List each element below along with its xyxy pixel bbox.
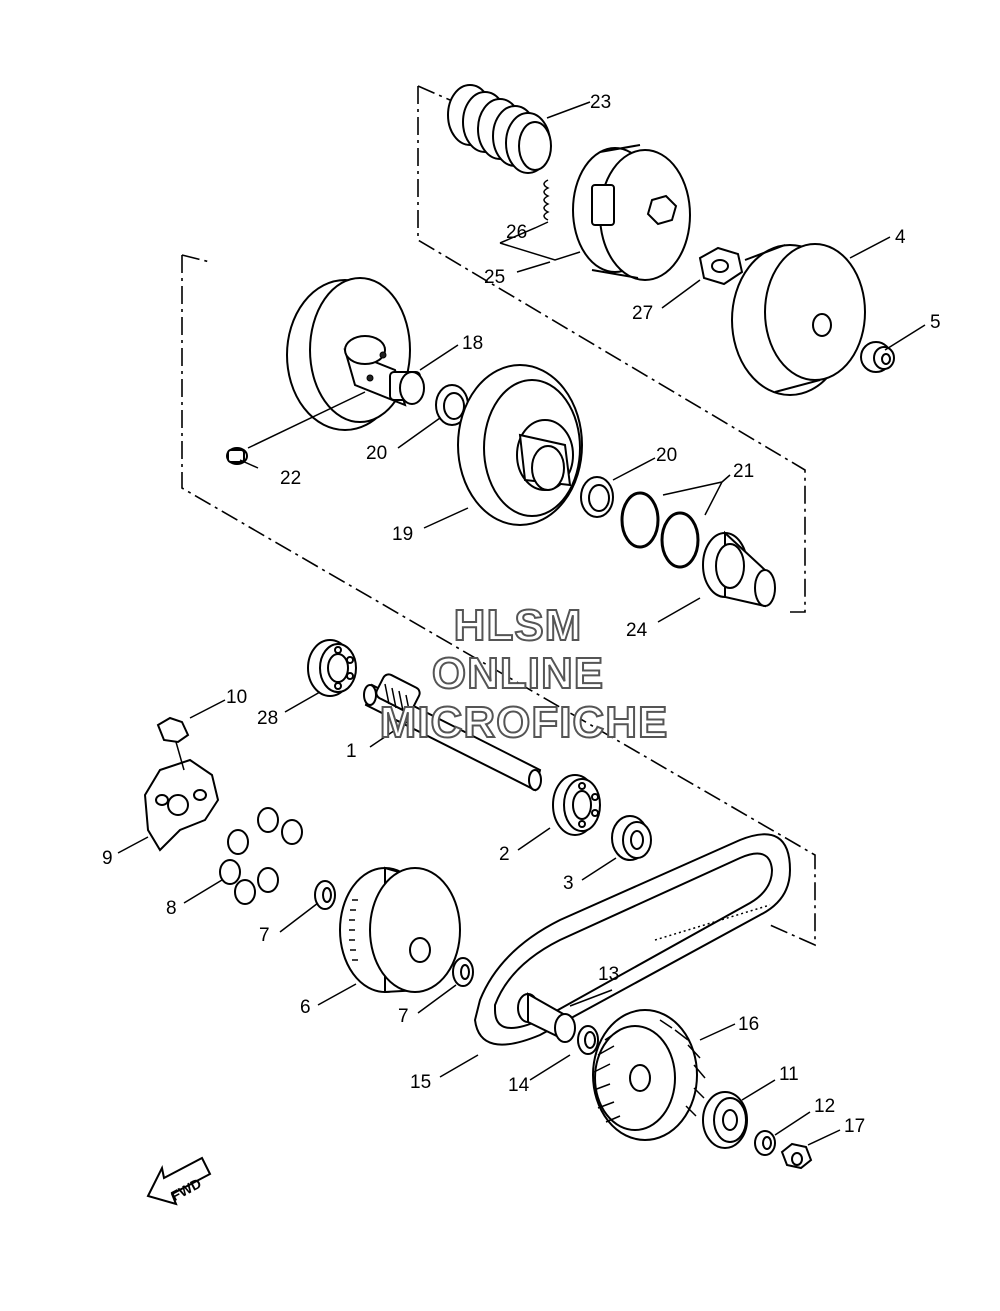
label-12: 12 [814,1096,835,1117]
label-2: 2 [499,844,510,865]
watermark: HLSM ONLINE MICROFICHE [379,600,669,748]
oil-seal-20-right [580,476,614,518]
label-28: 28 [257,708,278,729]
sliding-sheave-19 [457,364,583,526]
slider-to-cam-line [175,741,185,771]
part-number-labels: 23 26 25 27 4 5 18 20 22 19 20 21 24 28 … [102,92,941,1137]
label-21: 21 [733,461,754,482]
washer-12 [754,1130,776,1156]
watermark-line-2: ONLINE [432,649,604,698]
label-14: 14 [508,1075,530,1096]
label-1: 1 [346,741,357,762]
primary-shaft-1 [363,673,542,792]
clutch-housing-4 [731,243,866,396]
fwd-arrow-icon: FWD [146,1156,212,1206]
label-17: 17 [844,1116,865,1137]
label-26: 26 [506,222,527,243]
washer-14 [577,1025,599,1055]
clutch-assembly-boundary [417,85,806,613]
oil-seal-3 [611,815,652,861]
label-3: 3 [563,873,574,894]
label-27: 27 [632,303,653,324]
oil-seal-20-left [435,384,469,426]
guide-collar-24 [702,530,776,608]
label-5: 5 [930,312,941,333]
compression-spring-23 [447,84,552,174]
hex-nut-27 [698,246,744,286]
bearing-2 [552,774,601,836]
bearing-28 [307,639,357,697]
washer-7-top [314,880,336,910]
cam-9 [143,758,220,852]
pin-22 [226,447,248,465]
label-8: 8 [166,898,177,919]
label-13: 13 [598,964,619,985]
o-ring-21-left [620,491,660,549]
label-6: 6 [300,997,311,1018]
label-10: 10 [226,687,247,708]
label-16: 16 [738,1014,759,1035]
label-22: 22 [280,468,301,489]
clutch-carrier-25 [572,144,691,281]
label-7-bottom: 7 [398,1006,409,1027]
o-ring-21-right [660,511,700,569]
small-spring-26 [543,179,550,221]
watermark-line-1: HLSM [454,601,583,650]
fixed-sheave-18 [286,277,425,431]
pin-22-leader-line [247,391,366,449]
label-7-top: 7 [259,925,270,946]
label-24: 24 [626,620,648,641]
washer-7-bottom [452,957,474,987]
v-belt-15 [473,833,792,1046]
nut-5 [860,341,895,373]
label-15: 15 [410,1072,431,1093]
spacer-11 [702,1091,748,1149]
nut-17 [780,1142,813,1170]
label-11: 11 [779,1064,799,1085]
fan-sheave-16 [592,1009,706,1141]
label-4: 4 [895,227,906,248]
label-9: 9 [102,848,113,869]
weights-8 [219,807,303,905]
collar-13 [517,992,576,1043]
primary-sheave-6 [339,866,461,994]
label-20-left: 20 [366,443,387,464]
leader-lines [117,101,926,1146]
label-19: 19 [392,524,413,545]
slider-10 [156,716,190,744]
label-18: 18 [462,333,483,354]
label-23: 23 [590,92,611,113]
secondary-sheave-boundary [181,254,816,947]
label-20-right: 20 [656,445,677,466]
watermark-line-3: MICROFICHE [380,698,669,747]
label-25: 25 [484,267,505,288]
